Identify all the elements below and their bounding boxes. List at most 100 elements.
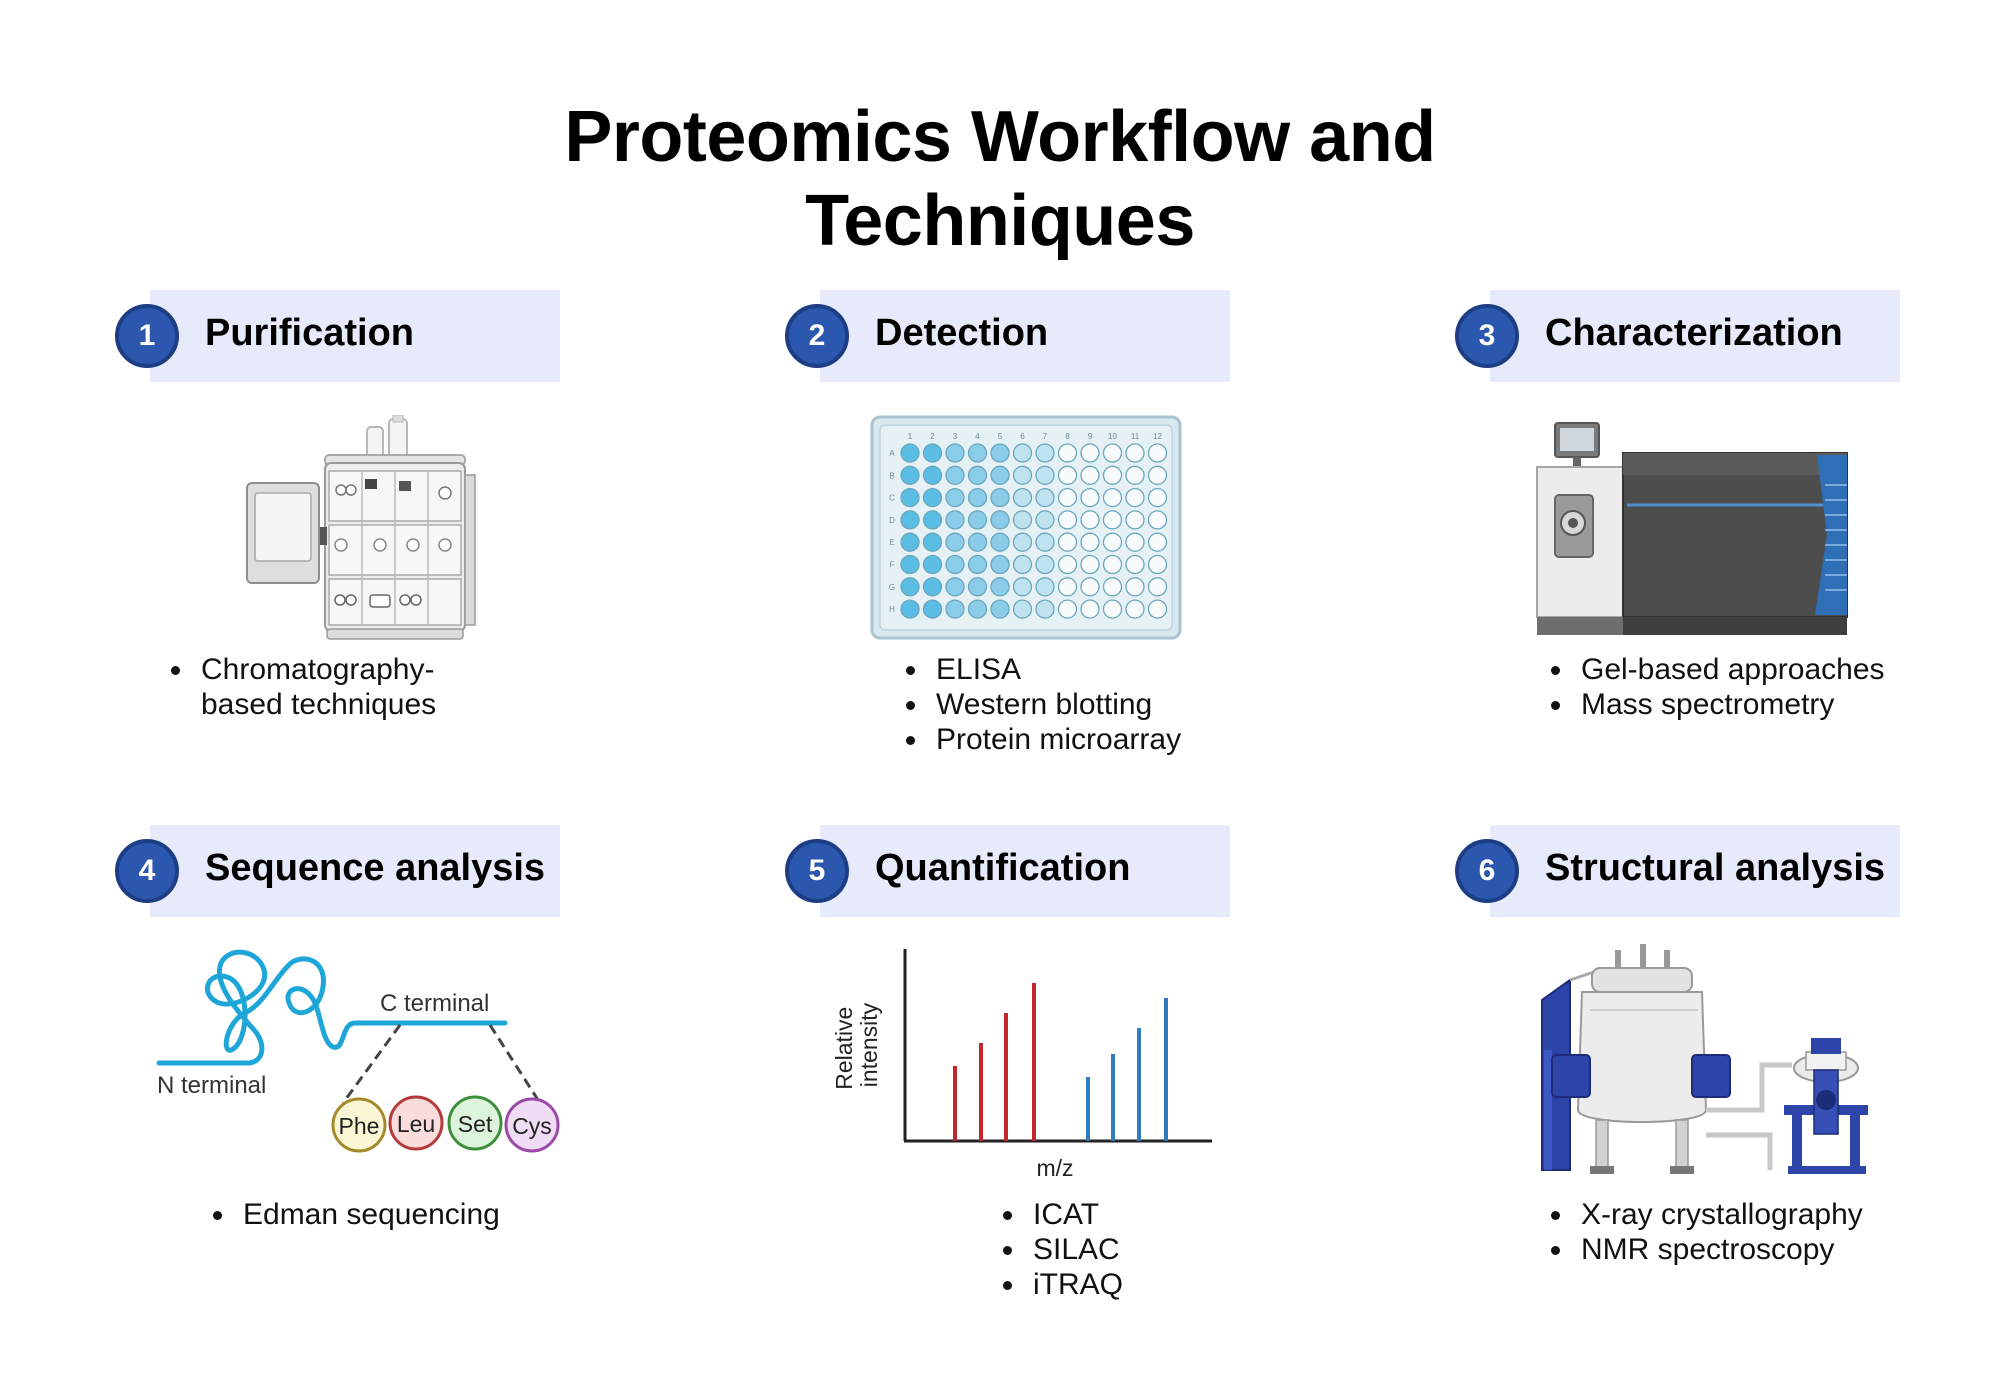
step-badge: 6 (1455, 839, 1519, 903)
n-terminal-label: N terminal (157, 1072, 266, 1099)
panel-header-bar (820, 825, 1230, 917)
plate-well (1125, 599, 1145, 619)
panel-header-bar (1490, 290, 1900, 382)
plate-well (967, 465, 988, 485)
y-axis-label: Relative intensity (831, 1000, 882, 1090)
plate-well (990, 510, 1010, 530)
plate-well (922, 554, 943, 575)
plate-well (967, 510, 988, 530)
plate-well (1057, 599, 1078, 619)
plate-well (990, 554, 1010, 575)
plate-well (1102, 443, 1123, 463)
plate-well (900, 443, 920, 463)
technique-item: Edman sequencing (207, 1197, 607, 1232)
panel-structural-analysis: 6 Structural analysis X-ray crystallogra… (1455, 825, 2000, 1385)
plate-well (1057, 443, 1078, 463)
plate-well (1035, 510, 1055, 530)
technique-list: Edman sequencing (207, 1197, 607, 1232)
plate-well (1125, 532, 1145, 552)
technique-item: X-ray crystallography (1545, 1197, 1965, 1232)
residue-label: Phe (339, 1113, 380, 1139)
plate-well (945, 443, 965, 463)
plate-row-label: F (890, 561, 895, 570)
plate-well (1057, 510, 1078, 530)
plate-well (922, 577, 943, 597)
plate-column-label: 11 (1131, 432, 1140, 441)
technique-item: Gel-based approaches (1545, 652, 1945, 687)
plate-well (1147, 465, 1168, 485)
page-title-line-2: Techniques (805, 181, 1195, 261)
plate-well (1012, 599, 1033, 619)
plate-well (1012, 443, 1033, 463)
plate-column-label: 6 (1020, 432, 1025, 441)
page-title: Proteomics Workflow and Techniques (0, 95, 2000, 263)
technique-item: Mass spectrometry (1545, 687, 1945, 722)
plate-well (1125, 510, 1145, 530)
c-terminal-label: C terminal (380, 990, 489, 1017)
panel-characterization: 3 Characterization Gel-based approaches … (1455, 290, 2000, 850)
plate-well (1035, 554, 1055, 575)
plate-well (945, 532, 965, 552)
technique-item: SILAC (997, 1232, 1297, 1267)
plate-well (1080, 487, 1100, 508)
plate-well (945, 465, 965, 485)
residue-label: Cys (512, 1113, 552, 1139)
plate-well (990, 443, 1010, 463)
plate-well (967, 487, 988, 508)
technique-list: ELISA Western blotting Protein microarra… (900, 652, 1260, 757)
panel-header-bar (150, 290, 560, 382)
plate-well (1080, 532, 1100, 552)
step-badge: 2 (785, 304, 849, 368)
plate-well (967, 554, 988, 575)
plate-well (1080, 443, 1100, 463)
plate-well (900, 577, 920, 597)
panel-title: Characterization (1545, 312, 1843, 354)
plate-well (922, 510, 943, 530)
hplc-instrument-icon (246, 415, 476, 640)
page-title-line-1: Proteomics Workflow and (564, 97, 1436, 177)
plate-well (922, 443, 943, 463)
plate-well (1035, 487, 1055, 508)
step-badge: 4 (115, 839, 179, 903)
plate-well (945, 487, 965, 508)
y-axis-label-line-2: intensity (856, 1002, 882, 1087)
technique-list: Chromatography-based techniques (165, 652, 505, 722)
y-axis-label-line-1: Relative (831, 1007, 857, 1090)
technique-item: ELISA (900, 652, 1260, 687)
plate-row-label: C (889, 494, 895, 503)
plate-well (1102, 465, 1123, 485)
plate-well (1012, 532, 1033, 552)
plate-well (945, 510, 965, 530)
technique-item: Chromatography-based techniques (165, 652, 505, 722)
panel-purification: 1 Purification Chromatography-based (115, 290, 675, 850)
step-badge: 5 (785, 839, 849, 903)
plate-column-label: 10 (1108, 432, 1117, 441)
technique-list: X-ray crystallography NMR spectroscopy (1545, 1197, 1965, 1267)
plate-well (1147, 443, 1168, 463)
plate-well (1102, 554, 1123, 575)
plate-well (1035, 599, 1055, 619)
panel-title: Sequence analysis (205, 847, 546, 889)
plate-well (922, 532, 943, 552)
plate-well (1147, 577, 1168, 597)
plate-well (1057, 554, 1078, 575)
plate-well (1102, 510, 1123, 530)
plate-well (1080, 554, 1100, 575)
panel-title: Structural analysis (1545, 847, 1886, 889)
residue-set: Set (447, 1095, 503, 1151)
plate-column-label: 3 (953, 432, 958, 441)
plate-well (990, 577, 1010, 597)
plate-well (1012, 510, 1033, 530)
technique-list: ICAT SILAC iTRAQ (997, 1197, 1297, 1302)
plate-well (1125, 554, 1145, 575)
plate-well (945, 599, 965, 619)
plate-well (900, 554, 920, 575)
plate-well (1125, 443, 1145, 463)
plate-well (900, 532, 920, 552)
plate-well (900, 465, 920, 485)
plate-well (922, 465, 943, 485)
nmr-spectrometer-icon (1541, 944, 1868, 1174)
panel-title: Detection (875, 312, 1049, 354)
plate-well (1012, 465, 1033, 485)
